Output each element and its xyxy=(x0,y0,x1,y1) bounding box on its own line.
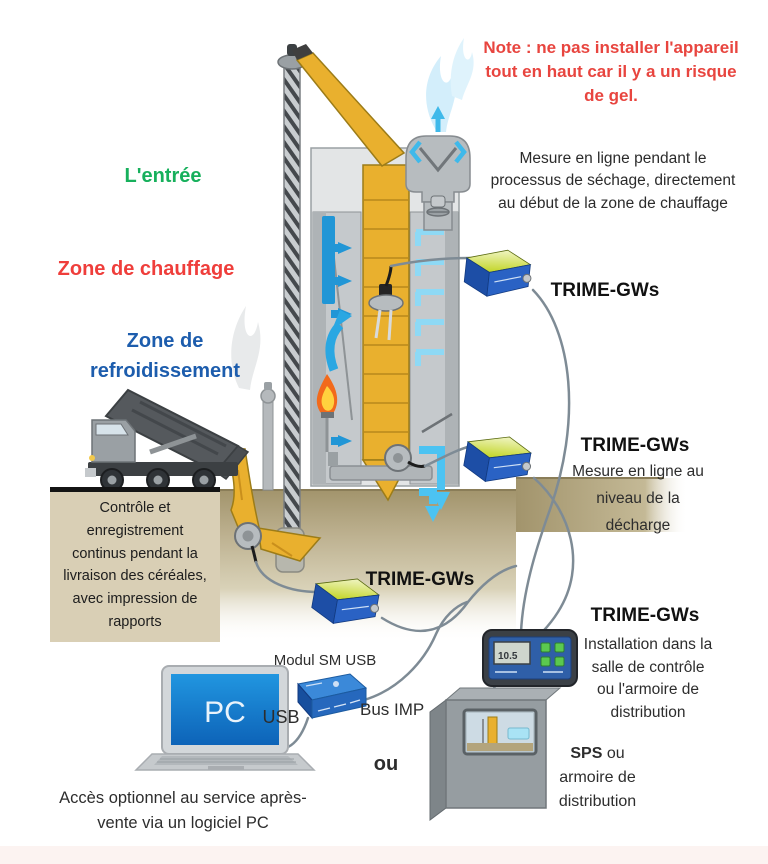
bus-imp-label: Bus IMP xyxy=(360,700,425,719)
trime-label-2: TRIME-GWs xyxy=(580,435,690,456)
trime-label-1: TRIME-GWs xyxy=(550,280,660,301)
note-warning: Note : ne pas installer l'appareil tout … xyxy=(483,38,739,106)
annotation-installation: Installation dans la salle de contrôle o… xyxy=(583,636,713,721)
trime-label-3: TRIME-GWs xyxy=(365,569,475,590)
usb-label: USB xyxy=(262,707,300,727)
burner-flame xyxy=(316,374,338,452)
top-probe xyxy=(368,265,404,341)
zone-entree-label: L'entrée xyxy=(124,165,202,187)
ou-label: ou xyxy=(373,753,399,775)
pc-screen-label: PC xyxy=(204,696,246,729)
modul-sm-usb-label: Modul SM USB xyxy=(273,652,377,669)
annotation-decharge: Mesure en ligne au niveau de la décharge xyxy=(572,463,704,535)
annotation-acces: Accès optionnel au service après- vente … xyxy=(59,789,307,833)
trime-sensor-1 xyxy=(462,245,535,302)
display-unit: 10.5 xyxy=(482,629,578,687)
zone-chauffage-label: Zone de chauffage xyxy=(57,258,235,280)
post xyxy=(260,382,276,491)
trime-label-4: TRIME-GWs xyxy=(590,605,700,626)
exhaust-head xyxy=(405,106,471,231)
steam xyxy=(231,38,474,390)
dump-truck xyxy=(85,388,250,492)
discharge-probe xyxy=(384,444,426,472)
annotation-sechage: Mesure en ligne pendant le processus de … xyxy=(490,150,736,212)
sm-usb-module xyxy=(297,673,368,720)
laptop: PC xyxy=(134,665,316,771)
sps-cabinet xyxy=(429,687,562,821)
intake-pit xyxy=(226,447,322,563)
bottom-strip xyxy=(0,846,768,864)
controle-text-box: Contrôle et enregistrement continus pend… xyxy=(50,487,220,642)
display-value: 10.5 xyxy=(498,651,518,662)
zone-refroidissement-label: Zone de refroidissement xyxy=(89,330,241,382)
sps-label: SPS ou armoire de distribution xyxy=(558,745,637,810)
